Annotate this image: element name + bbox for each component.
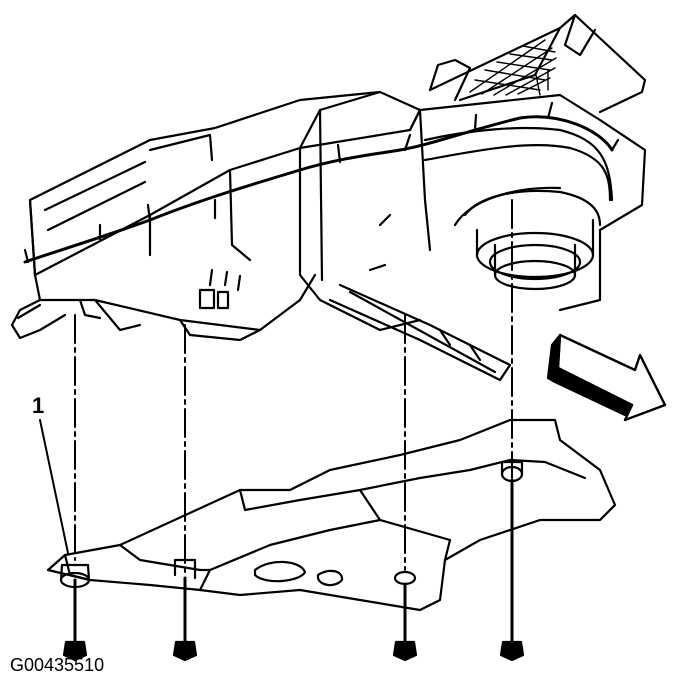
bolt-2: [174, 578, 196, 660]
blower-motor-housing: [330, 95, 645, 380]
bolt-4: [501, 480, 523, 660]
callout-1-leader: [40, 420, 68, 553]
bolt-1: [64, 580, 86, 660]
direction-arrow: [548, 335, 665, 420]
air-inlet-grille: [430, 15, 645, 112]
callout-number-1: 1: [32, 393, 45, 418]
mounting-bolts: [64, 480, 523, 660]
underbody-shield: [48, 420, 615, 610]
hvac-module-housing: [12, 92, 420, 340]
figure-id-label: G00435510: [10, 655, 105, 675]
alignment-lines: [75, 200, 512, 575]
wiring-harness: [25, 103, 618, 270]
bolt-3: [394, 584, 416, 660]
